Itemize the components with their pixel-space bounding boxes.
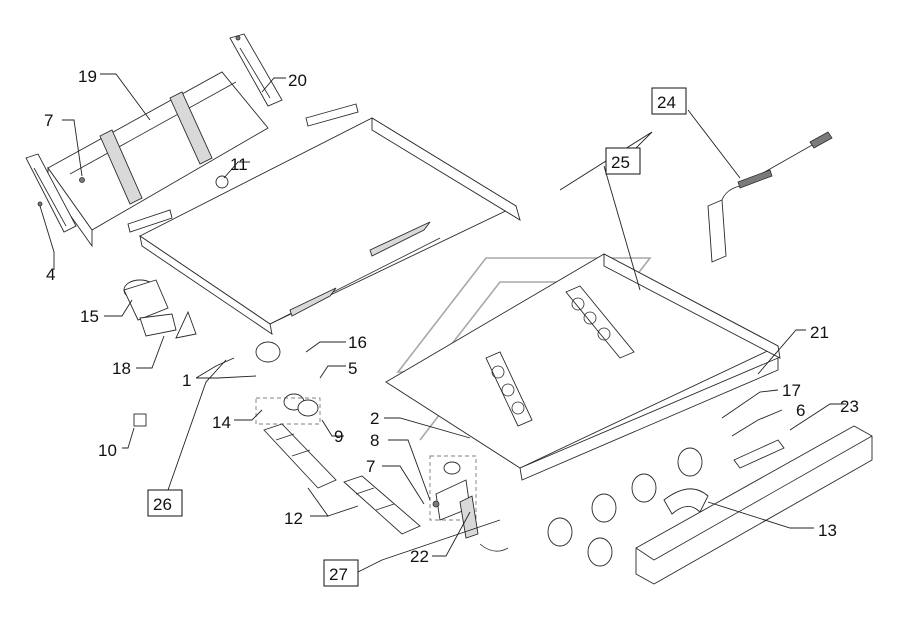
outlet-pipes bbox=[547, 447, 709, 567]
callout-20: 20 bbox=[288, 71, 307, 90]
callout-24: 24 bbox=[651, 87, 687, 115]
callout-26-text: 26 bbox=[153, 495, 172, 514]
upper-hopper-part bbox=[127, 103, 521, 335]
left-side-parts bbox=[123, 279, 321, 427]
callout-22: 22 bbox=[410, 547, 429, 566]
callout-9: 9 bbox=[334, 427, 343, 446]
callout-27-text: 27 bbox=[329, 565, 348, 584]
callout-25-text: 25 bbox=[611, 153, 630, 172]
callout-7-upper: 7 bbox=[44, 111, 53, 130]
callout-27: 27 bbox=[323, 559, 359, 587]
flexible-hoses bbox=[263, 423, 421, 535]
control-cable-part bbox=[707, 131, 833, 263]
callout-2: 2 bbox=[370, 409, 379, 428]
callout-25: 25 bbox=[605, 147, 641, 175]
callout-1: 1 bbox=[182, 371, 191, 390]
bottom-cover-part bbox=[635, 425, 873, 585]
callout-8: 8 bbox=[370, 431, 379, 450]
callout-11: 11 bbox=[230, 155, 248, 174]
callout-26: 26 bbox=[147, 489, 183, 517]
callout-14: 14 bbox=[212, 413, 231, 432]
callout-15: 15 bbox=[80, 307, 99, 326]
callout-10: 10 bbox=[98, 441, 117, 460]
callout-4: 4 bbox=[46, 265, 55, 284]
callout-24-text: 24 bbox=[657, 93, 676, 112]
lower-fittings bbox=[429, 455, 509, 552]
top-cover-part bbox=[47, 71, 269, 248]
callout-18: 18 bbox=[112, 359, 131, 378]
callout-17: 17 bbox=[782, 381, 801, 400]
side-strip-part bbox=[229, 33, 283, 107]
callout-23: 23 bbox=[840, 397, 859, 416]
callout-12: 12 bbox=[284, 509, 303, 528]
callout-labels: 19 20 7 11 4 24 25 15 16 5 18 1 21 17 6 … bbox=[44, 67, 859, 587]
callout-19: 19 bbox=[78, 67, 97, 86]
leader-lines bbox=[39, 73, 846, 573]
callout-13: 13 bbox=[818, 521, 837, 540]
callout-6: 6 bbox=[796, 401, 805, 420]
lower-hopper-part bbox=[385, 253, 781, 481]
callout-21: 21 bbox=[810, 323, 829, 342]
callout-5: 5 bbox=[348, 359, 357, 378]
callout-7-lower: 7 bbox=[366, 457, 375, 476]
callout-16: 16 bbox=[348, 333, 367, 352]
